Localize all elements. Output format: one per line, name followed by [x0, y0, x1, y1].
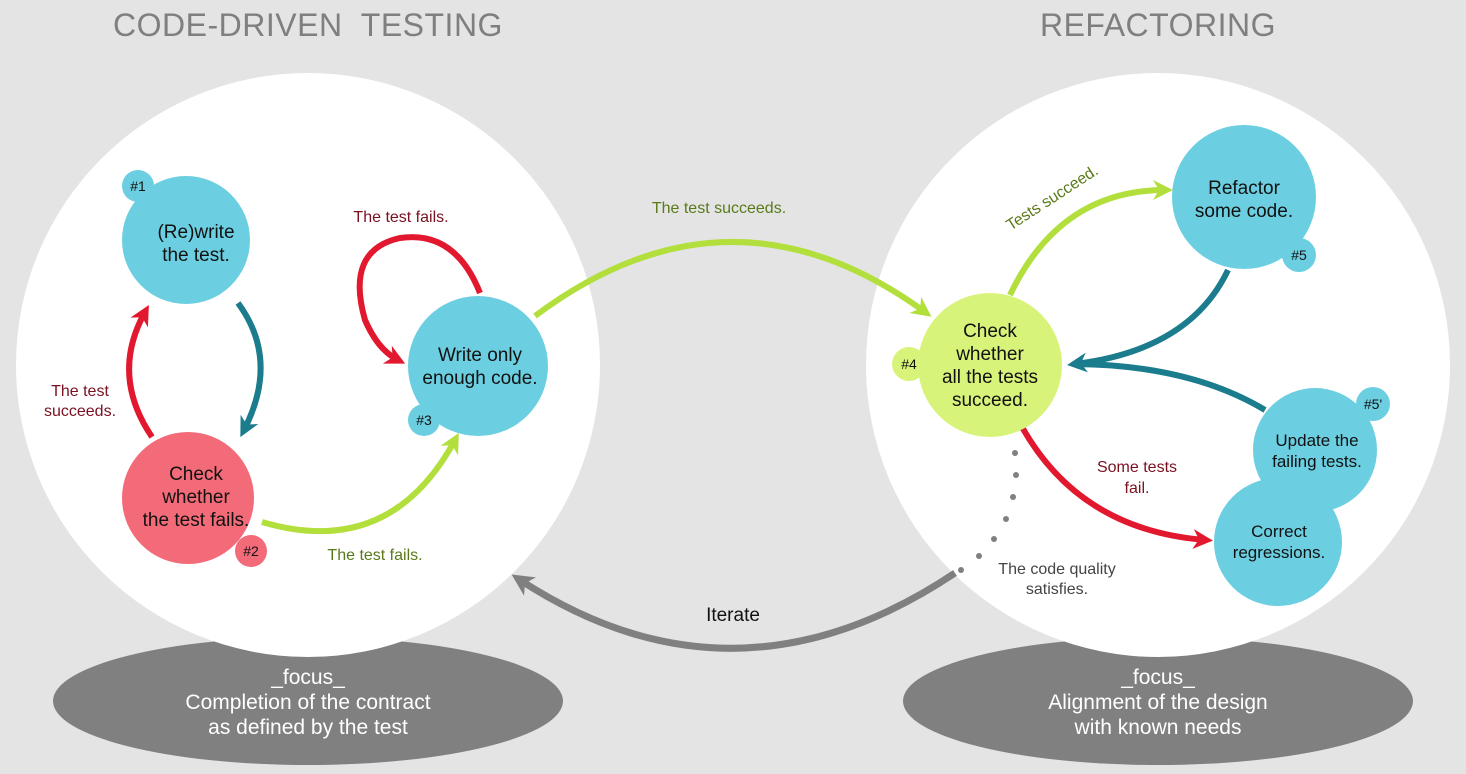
node-5-refactor: #5 Refactor some code. — [1172, 125, 1316, 272]
focus-ellipse-left — [53, 637, 563, 765]
label-3-to-4: The test succeeds. — [652, 200, 786, 217]
node-1-rewrite-test: #1 (Re)write the test. — [122, 170, 250, 304]
label-4-to-regressions: Some tests fail. — [1097, 459, 1177, 497]
svg-text:Write only: Write only — [438, 345, 523, 366]
svg-text:whether: whether — [161, 487, 230, 508]
label-2-to-3: The test fails. — [327, 547, 422, 564]
svg-text:the test fails.: the test fails. — [143, 510, 250, 531]
arrow-5-to-4 — [1067, 268, 1231, 373]
svg-text:failing tests.: failing tests. — [1272, 452, 1362, 471]
focus-heading-right: _focus_ — [1120, 666, 1195, 689]
focus-line1-left: Completion of the contract — [185, 691, 430, 714]
svg-text:fail.: fail. — [1125, 480, 1150, 497]
svg-text:the test.: the test. — [162, 245, 230, 266]
arrow-1-to-2 — [235, 301, 264, 438]
badge-3 — [408, 404, 440, 436]
badge-2 — [235, 535, 267, 567]
svg-text:Check: Check — [963, 321, 1017, 342]
iterate-arrow — [511, 570, 957, 652]
focus-line1-right: Alignment of the design — [1048, 691, 1267, 714]
node-2-check-test-fails: #2 Check whether the test fails. — [122, 432, 267, 567]
svg-text:#3: #3 — [416, 412, 432, 428]
svg-text:whether: whether — [955, 344, 1024, 365]
focus-ellipse-right — [903, 637, 1413, 765]
svg-text:succeed.: succeed. — [952, 390, 1028, 411]
badge-5 — [1282, 238, 1316, 272]
svg-text:satisfies.: satisfies. — [1026, 581, 1088, 598]
badge-5prime — [1356, 387, 1390, 421]
svg-text:Refactor: Refactor — [1208, 178, 1280, 199]
focus-text-right: _focus_ Alignment of the design with kno… — [1048, 666, 1267, 739]
svg-text:regressions.: regressions. — [1233, 543, 1326, 562]
svg-text:#1: #1 — [130, 178, 146, 194]
svg-text:#5: #5 — [1291, 247, 1307, 263]
arrow-4-to-regressions — [1019, 425, 1213, 550]
badge-1 — [122, 170, 154, 202]
node-4-check-all-tests: #4 Check whether all the tests succeed. — [892, 293, 1062, 437]
arrow-3-to-4 — [533, 239, 932, 319]
section-title-code-driven-testing: CODE-DRIVEN TESTING — [113, 7, 503, 43]
quality-dotted-line — [958, 450, 1019, 573]
svg-text:all the tests: all the tests — [942, 367, 1038, 388]
focus-line2-left: as defined by the test — [208, 716, 408, 739]
label-2-to-1: The test succeeds. — [44, 383, 116, 420]
svg-text:The test: The test — [51, 383, 109, 400]
arrow-2-to-3 — [261, 432, 459, 535]
iterate-label: Iterate — [706, 605, 760, 626]
focus-text-left: _focus_ Completion of the contract as de… — [185, 666, 430, 739]
focus-heading-left: _focus_ — [270, 666, 345, 689]
svg-text:Update the: Update the — [1275, 431, 1358, 450]
label-3-loop: The test fails. — [353, 209, 448, 226]
arrow-4-to-5 — [1007, 180, 1173, 297]
svg-text:Correct: Correct — [1251, 522, 1307, 541]
svg-text:#5': #5' — [1364, 396, 1382, 412]
arrow-3-loop — [356, 234, 483, 364]
badge-4 — [892, 347, 926, 381]
node-3-write-code: #3 Write only enough code. — [408, 296, 548, 436]
svg-text:#2: #2 — [243, 543, 259, 559]
quality-label: The code quality satisfies. — [998, 561, 1115, 598]
svg-text:some code.: some code. — [1195, 201, 1293, 222]
svg-text:#4: #4 — [901, 356, 917, 372]
svg-text:succeeds.: succeeds. — [44, 403, 116, 420]
focus-line2-right: with known needs — [1074, 716, 1242, 739]
arrow-2-to-1 — [126, 305, 155, 439]
svg-text:enough code.: enough code. — [422, 368, 537, 389]
svg-text:(Re)write: (Re)write — [157, 222, 234, 243]
arrow-5prime-to-4 — [1074, 361, 1267, 413]
section-title-refactoring: REFACTORING — [1040, 7, 1276, 43]
svg-text:Some tests: Some tests — [1097, 459, 1177, 476]
svg-text:The code quality: The code quality — [998, 561, 1115, 578]
node-6-correct-regressions: Correct regressions. — [1214, 478, 1342, 606]
svg-text:Check: Check — [169, 464, 223, 485]
